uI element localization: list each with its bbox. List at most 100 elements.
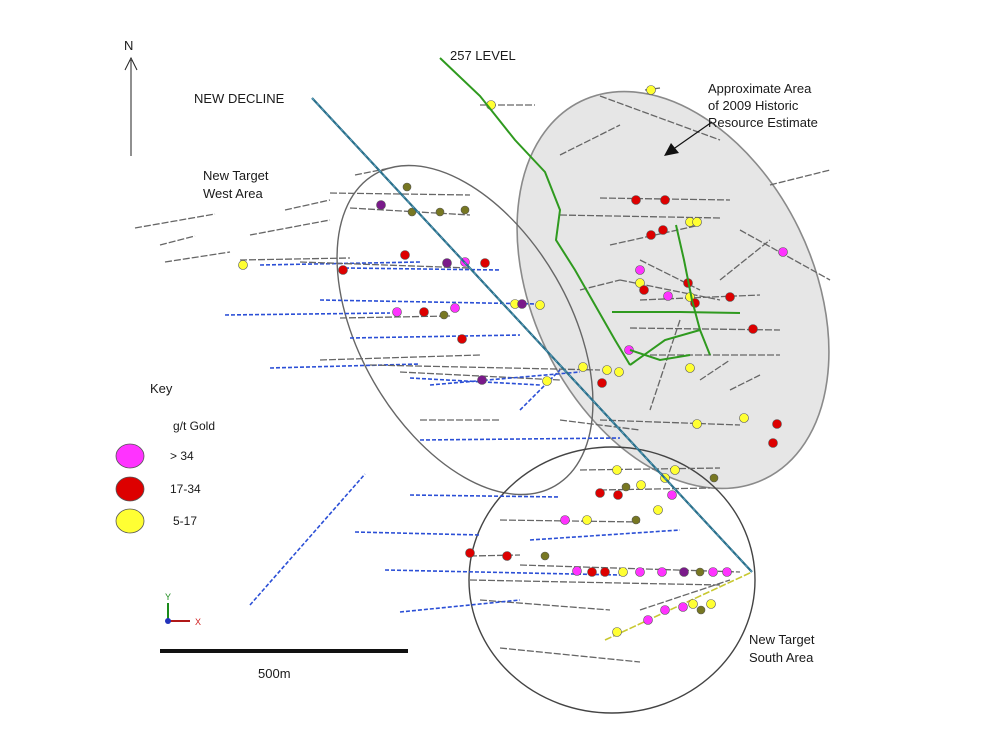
historic-pointer-arrow (664, 121, 713, 156)
gold-sample-marker (692, 217, 702, 227)
south-target-label-1: New Target (749, 632, 815, 647)
gold-sample-marker (439, 310, 449, 320)
drill-holes (134, 85, 831, 663)
west-target-label-1: New Target (203, 168, 269, 183)
drill-hole-trace (354, 167, 391, 176)
gold-sample-marker (667, 490, 677, 500)
drill-hole-trace (559, 419, 641, 431)
south-target-area (468, 446, 756, 714)
drill-hole-trace (529, 529, 681, 541)
drill-hole-trace (499, 647, 641, 663)
gold-sample-marker (435, 207, 445, 217)
gold-sample-marker (535, 300, 545, 310)
legend-title: Key (150, 381, 173, 396)
historic-label-1: Approximate Area (708, 81, 812, 96)
gold-sample-marker (631, 195, 641, 205)
gold-sample-marker (618, 567, 628, 577)
gold-sample-marker (772, 419, 782, 429)
drill-hole-trace (629, 327, 781, 331)
gold-sample-marker (709, 473, 719, 483)
axis-x-label: X (195, 617, 201, 627)
legend-swatch-high (115, 443, 145, 469)
gold-sample-marker (502, 551, 512, 561)
legend-item-low: 5-17 (173, 514, 197, 528)
level-257-workings (439, 57, 741, 366)
gold-sample-marker (663, 291, 673, 301)
gold-sample-marker (646, 230, 656, 240)
gold-sample-marker (695, 567, 705, 577)
gold-sample-marker (442, 258, 452, 268)
drill-hole-trace (159, 235, 196, 246)
gold-sample-marker (635, 265, 645, 275)
drill-hole-trace (339, 315, 451, 319)
gold-sample-marker (602, 365, 612, 375)
drill-hole-trace (224, 312, 391, 316)
gold-sample-marker (670, 465, 680, 475)
gold-sample-marker (407, 207, 417, 217)
drill-hole-trace (599, 487, 711, 491)
gold-sample-marker (597, 378, 607, 388)
gold-sample-marker (722, 567, 732, 577)
drill-hole-trace (619, 279, 721, 301)
drill-hole-trace (319, 299, 541, 305)
historic-label-3: Resource Estimate (708, 115, 818, 130)
gold-sample-marker (517, 299, 527, 309)
drill-hole-trace (284, 199, 331, 211)
gold-sample-marker (646, 85, 656, 95)
scale-bar: 500m (160, 649, 408, 681)
gold-sample-marker (572, 566, 582, 576)
gold-sample-marker (600, 567, 610, 577)
gold-sample-marker (768, 438, 778, 448)
gold-sample-marker (678, 602, 688, 612)
gold-sample-marker (392, 307, 402, 317)
gold-sample-marker (614, 367, 624, 377)
drill-hole-trace (429, 371, 581, 386)
gold-sample-marker (540, 551, 550, 561)
drill-hole-trace (354, 531, 481, 536)
gold-sample-marker (692, 419, 702, 429)
gold-sample-marker (636, 480, 646, 490)
drill-hole-trace (319, 354, 481, 361)
gold-sample-marker (480, 258, 490, 268)
gold-sample-marker (542, 376, 552, 386)
drill-hole-trace (344, 267, 501, 271)
gold-sample-marker (748, 324, 758, 334)
drill-hole-trace (369, 364, 601, 371)
gold-sample-marker (450, 303, 460, 313)
drill-hole-trace (579, 467, 721, 471)
drill-hole-trace (499, 519, 641, 523)
drill-hole-trace (239, 257, 351, 261)
legend-swatch-low (115, 508, 145, 534)
drill-hole-trace (559, 124, 621, 156)
drill-hole-trace (409, 377, 541, 386)
drill-hole-trace (519, 369, 561, 411)
axis-y-label: Y (165, 592, 171, 602)
gold-sample-marker (653, 505, 663, 515)
gold-sample-marker (778, 247, 788, 257)
drill-hole-trace (519, 564, 741, 573)
legend-unit: g/t Gold (173, 419, 215, 433)
gold-sample-marker (706, 599, 716, 609)
gold-sample-marker (621, 482, 631, 492)
scale-label: 500m (258, 666, 291, 681)
drill-hole-trace (134, 213, 216, 229)
gold-sample-marker (376, 200, 386, 210)
gold-sample-marker (419, 307, 429, 317)
drill-hole-trace (639, 579, 731, 611)
drill-hole-trace (649, 319, 681, 411)
legend-swatch-mid (115, 476, 145, 502)
legend-item-mid: 17-34 (170, 482, 201, 496)
gold-sample-marker (477, 375, 487, 385)
legend: Key g/t Gold > 34 17-34 5-17 (115, 381, 215, 534)
west-target-area (336, 164, 594, 496)
drill-hole-trace (599, 419, 741, 426)
drill-hole-trace (469, 579, 721, 586)
gold-sample-marker (639, 285, 649, 295)
gold-sample-marker (465, 548, 475, 558)
gold-sample-marker (612, 465, 622, 475)
drill-hole-trace (329, 192, 471, 196)
gold-sample-marker (657, 567, 667, 577)
gold-sample-marker (560, 515, 570, 525)
new-decline-label: NEW DECLINE (194, 91, 285, 106)
south-target-label-2: South Area (749, 650, 814, 665)
